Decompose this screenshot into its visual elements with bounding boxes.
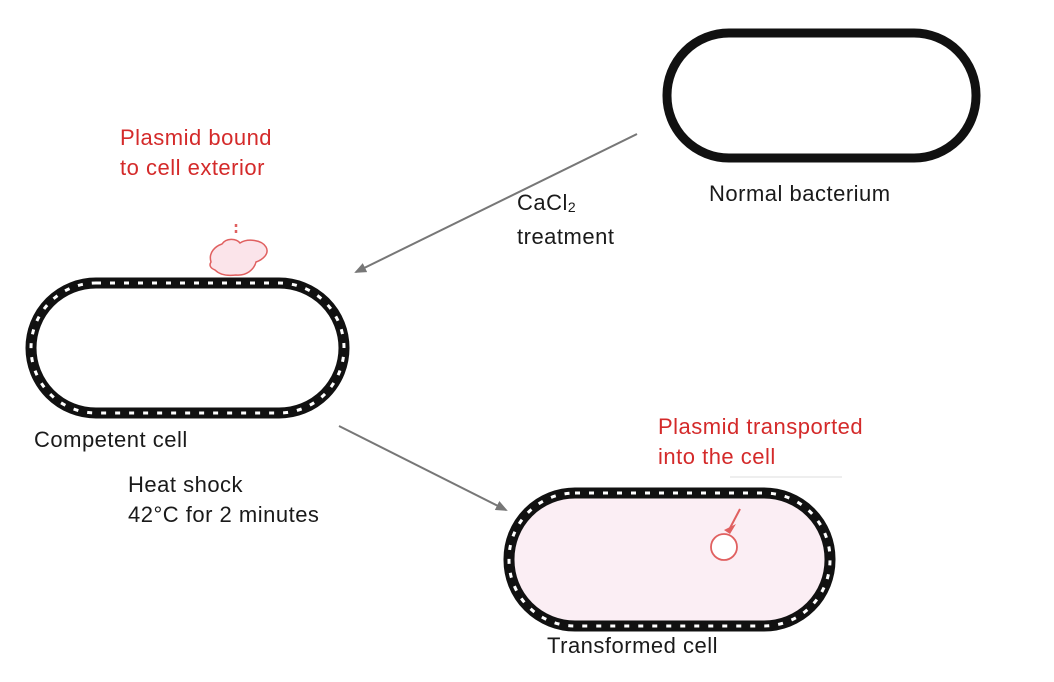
plasmid-inside-pointer [729,508,741,529]
cacl2-formula: CaCl [517,190,568,215]
plasmid-bound-label: Plasmid bound to cell exterior [120,123,272,183]
plasmid-transported-label: Plasmid transported into the cell [658,412,863,472]
plasmid-inside-pointer-head [724,524,736,534]
heat-shock-line1: Heat shock [128,472,244,497]
heat-shock-label: Heat shock 42°C for 2 minutes [128,470,319,530]
plasmid-bound-line2: to cell exterior [120,155,265,180]
competent-cell-label: Competent cell [34,427,188,452]
cacl2-treatment-word: treatment [517,224,615,249]
plasmid-transported-line2: into the cell [658,444,776,469]
plasmid-bound-line1: Plasmid bound [120,125,273,150]
plasmid-bound-blob [209,238,268,277]
cacl2-treatment-label: CaCl2 treatment [517,188,614,252]
heat-shock-line2: 42°C for 2 minutes [128,502,320,527]
transformed-cell-label: Transformed cell [547,633,719,658]
cacl2-arrow [354,133,638,273]
normal-bacterium-label: Normal bacterium [709,181,891,206]
competent-cell [25,277,350,419]
plasmid-transported-line1: Plasmid transported [658,414,864,439]
cacl2-subscript: 2 [567,199,577,215]
transformed-cell [503,487,836,632]
heat-shock-arrow [338,425,508,511]
plasmid-inside-circle [710,533,738,561]
normal-bacterium-cell [662,28,981,163]
